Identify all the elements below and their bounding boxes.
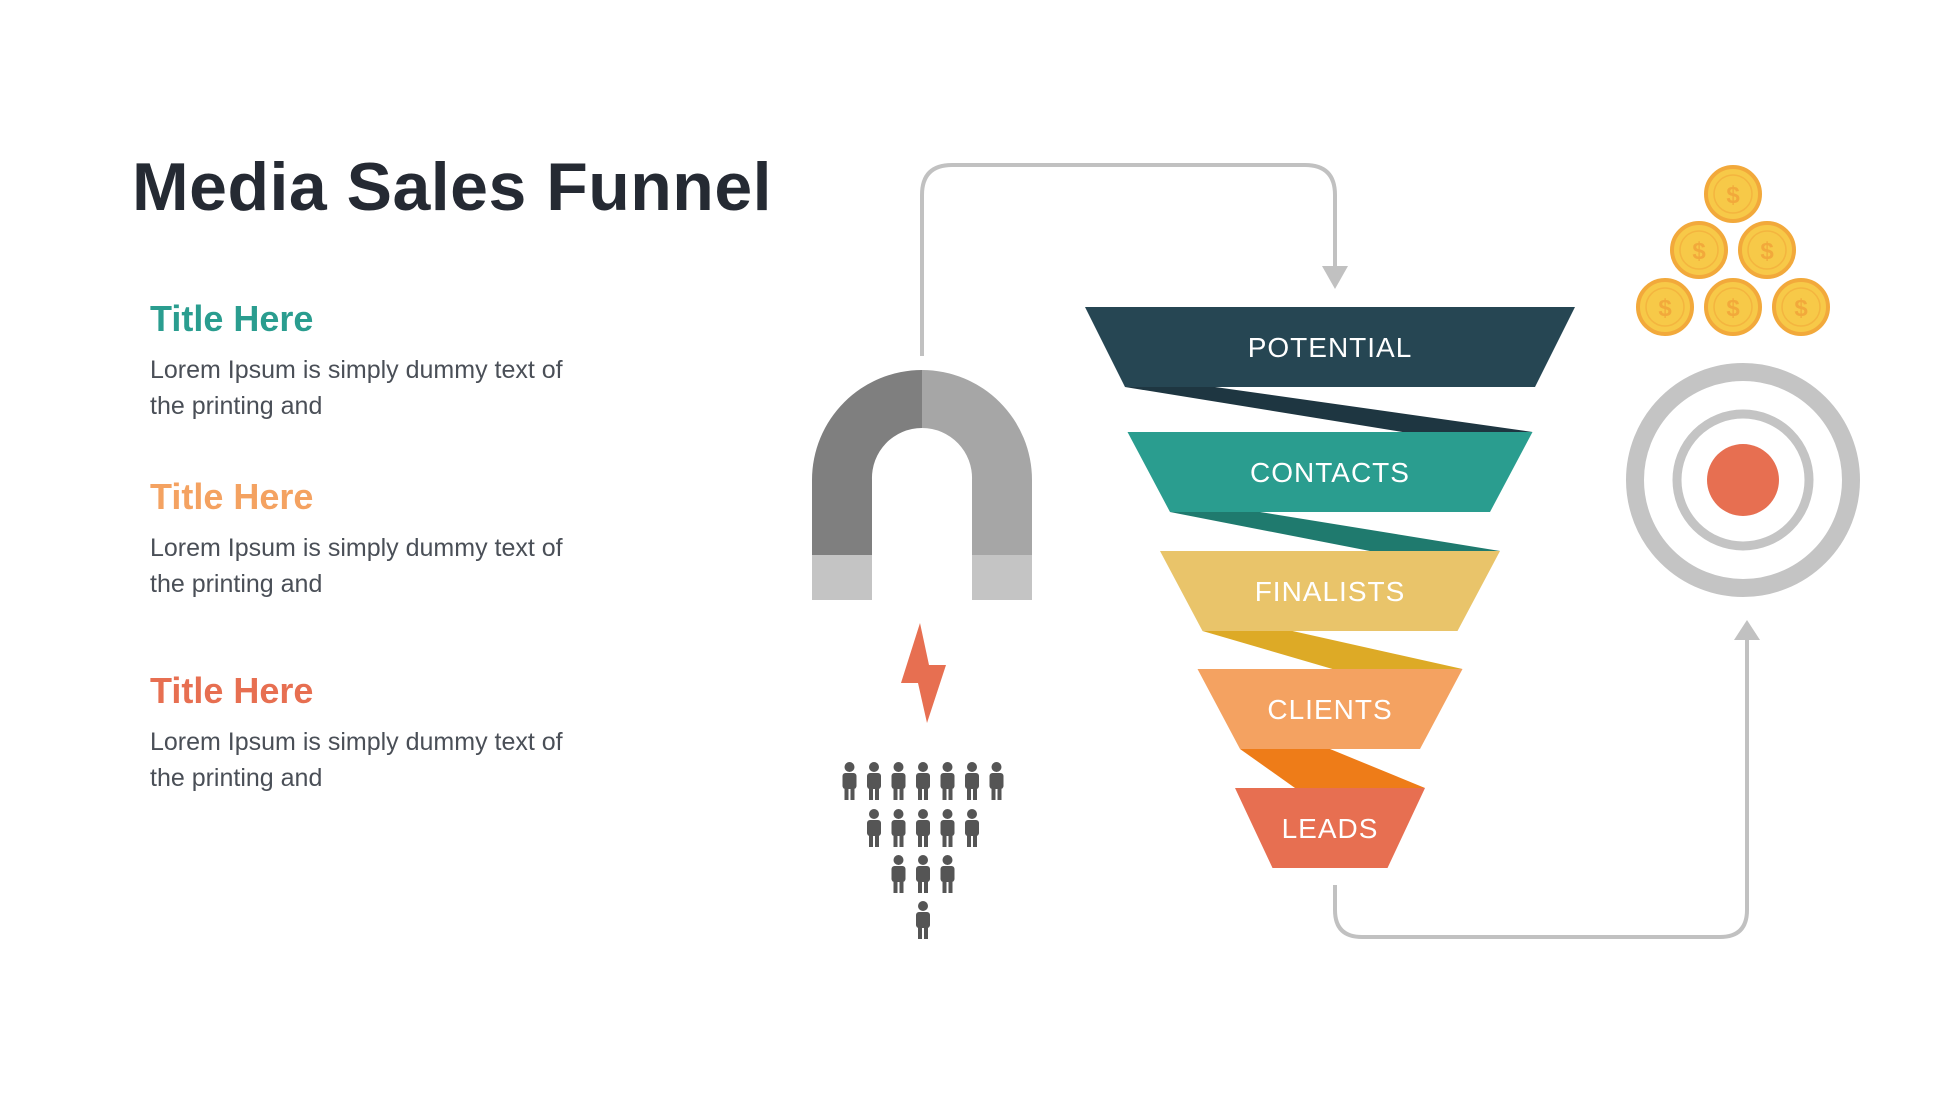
funnel-stage-label: CONTACTS: [1250, 457, 1410, 488]
info-block-text: Lorem Ipsum is simply dummy text of the …: [150, 356, 563, 420]
funnel-stage-label: FINALISTS: [1255, 576, 1406, 607]
person-icon: [989, 762, 1004, 800]
coin-symbol: $: [1726, 295, 1740, 322]
info-block-text: Lorem Ipsum is simply dummy text of the …: [150, 728, 563, 792]
person-icon: [916, 901, 930, 939]
person-icon: [940, 762, 955, 800]
info-block-title: Title Here: [150, 476, 314, 517]
info-block-text: Lorem Ipsum is simply dummy text of the …: [150, 534, 563, 598]
person-icon: [891, 855, 906, 893]
coin-icon: $: [1738, 221, 1796, 279]
info-block-title: Title Here: [150, 670, 314, 711]
person-icon: [916, 762, 930, 800]
person-icon: [965, 809, 979, 847]
funnel: POTENTIAL CONTACTS FINALISTS CLIENTS LEADS: [1085, 307, 1575, 868]
funnel-stage: [1197, 669, 1463, 749]
top-arrowhead: [1322, 266, 1348, 289]
coin-symbol: $: [1726, 182, 1740, 209]
coin-symbol: $: [1658, 295, 1672, 322]
funnel-stage: [1235, 788, 1425, 868]
funnel-fold: [1240, 749, 1425, 788]
people-group-icon: [842, 762, 1004, 939]
person-icon: [940, 855, 955, 893]
bullseye: [1707, 444, 1779, 516]
person-icon: [867, 762, 881, 800]
coin-icon: $: [1636, 278, 1694, 336]
info-block-1: Title Here Lorem Ipsum is simply dummy t…: [150, 298, 570, 424]
funnel-fold: [1125, 387, 1533, 432]
coin-symbol: $: [1794, 295, 1808, 322]
info-block-3: Title Here Lorem Ipsum is simply dummy t…: [150, 670, 570, 796]
coin-icon: $: [1704, 165, 1762, 223]
page-title: Media Sales Funnel: [132, 149, 773, 225]
coin-icon: $: [1704, 278, 1762, 336]
funnel-stage: [1085, 307, 1575, 387]
funnel-stage: [1127, 432, 1533, 512]
bottom-arrowhead: [1734, 620, 1760, 640]
person-icon: [891, 762, 906, 800]
top-connector-arrow: [920, 163, 1337, 356]
funnel-fold: [1202, 631, 1463, 669]
person-icon: [940, 809, 955, 847]
coin-icon: $: [1670, 221, 1728, 279]
info-block-2: Title Here Lorem Ipsum is simply dummy t…: [150, 476, 570, 602]
coin-symbol: $: [1760, 238, 1774, 265]
funnel-stage-label: LEADS: [1282, 813, 1379, 844]
funnel-stage: [1160, 551, 1500, 631]
funnel-fold: [1170, 512, 1500, 551]
lightning-icon: [901, 623, 946, 723]
bottom-connector-arrow: [1333, 636, 1749, 939]
coin-icon: $: [1772, 278, 1830, 336]
info-block-title: Title Here: [150, 298, 314, 339]
person-icon: [891, 809, 906, 847]
target-icon: [1626, 363, 1860, 597]
person-icon: [965, 762, 979, 800]
person-icon: [842, 762, 857, 800]
person-icon: [867, 809, 881, 847]
magnet-icon: [812, 370, 1032, 600]
funnel-stage-label: POTENTIAL: [1248, 332, 1413, 363]
coin-symbol: $: [1692, 238, 1706, 265]
person-icon: [916, 809, 930, 847]
person-icon: [916, 855, 930, 893]
coin-stack-icon: $ $ $ $ $ $: [1636, 165, 1830, 336]
funnel-stage-label: CLIENTS: [1267, 694, 1392, 725]
